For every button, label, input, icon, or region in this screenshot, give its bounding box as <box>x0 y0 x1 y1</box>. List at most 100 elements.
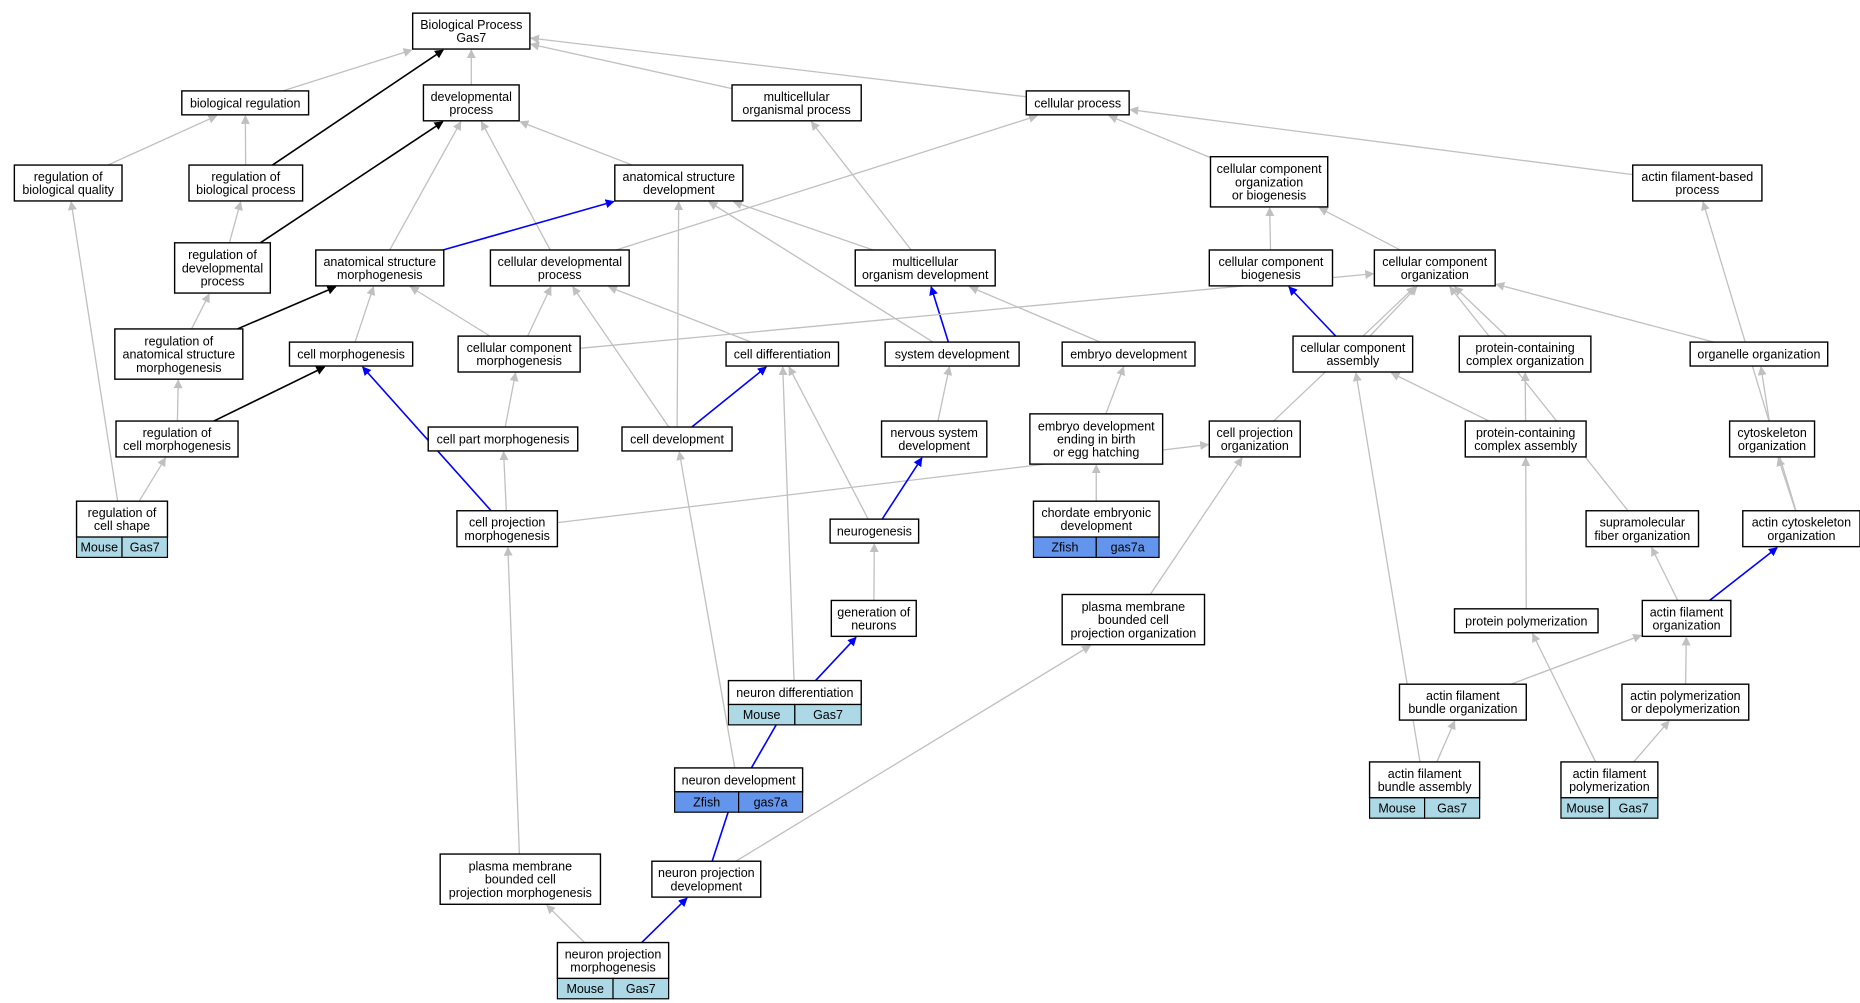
term-label-line: developmental <box>182 261 263 275</box>
edge-actin_filament_polymerization-to-protein_polymerization <box>1532 632 1597 763</box>
edge-pm_bounded_cell_projection_morphogenesis-to-cell_projection_morphogenesis <box>503 546 521 855</box>
term-box <box>1025 90 1130 116</box>
term-label-line: process <box>201 275 245 289</box>
term-label-line: anatomical structure <box>623 170 736 184</box>
term-neurogenesis[interactable]: neurogenesis <box>829 518 920 544</box>
term-label-line: neuron projection <box>565 947 662 961</box>
term-box <box>457 335 581 373</box>
term-embryo-development[interactable]: embryo development <box>1061 341 1196 367</box>
edge-cell_differentiation-to-cellular_developmental_process <box>607 285 752 343</box>
term-box <box>1458 335 1592 373</box>
gene-cell <box>794 703 862 726</box>
term-label-line: organismal process <box>742 103 850 117</box>
edge-neuron_projection_morphogenesis-to-pm_bounded_cell_projection_morphogenesis <box>546 904 586 944</box>
term-label-line: nervous system <box>890 426 978 440</box>
term-cell-development[interactable]: cell development <box>621 426 733 452</box>
term-box <box>1029 413 1164 465</box>
term-label-line: multicellular <box>892 255 958 269</box>
term-cell-differentiation[interactable]: cell differentiation <box>725 341 840 367</box>
term-biological-regulation[interactable]: biological regulation <box>181 90 310 116</box>
term-label-line: regulation of <box>211 170 280 184</box>
term-cellular-process[interactable]: cellular process <box>1025 90 1130 116</box>
term-box <box>725 341 840 367</box>
term-box <box>830 599 917 638</box>
term-label-line: cell morphogenesis <box>123 439 231 453</box>
edge-cellular_developmental_process-to-cellular_process <box>615 114 1038 251</box>
term-box <box>188 164 304 202</box>
edge-actin_filament_bundle_assembly-to-actin_filament_bundle_organization <box>1436 720 1456 763</box>
term-box <box>1208 249 1334 287</box>
term-neuron-development[interactable]: neuron development <box>673 767 804 793</box>
term-label-line: complex assembly <box>1474 439 1578 453</box>
term-label-line: bounded cell <box>1098 613 1169 627</box>
term-system-development[interactable]: system development <box>884 341 1020 367</box>
term-label-line: cellular developmental <box>498 255 622 269</box>
edge-regulation_of_biological_quality-to-biological_regulation <box>107 115 218 166</box>
term-label-line: embryo development <box>1070 348 1187 362</box>
edge-neuron_differentiation-to-cell_differentiation <box>778 366 795 681</box>
term-protein-polymerization[interactable]: protein polymerization <box>1453 608 1599 634</box>
edge-cell_projection_morphogenesis-to-cell_part_morphogenesis <box>499 451 509 511</box>
term-organelle-organization[interactable]: organelle organization <box>1689 341 1829 367</box>
term-box <box>422 84 520 122</box>
edge-regulation_of_biological_process-to-biological_process <box>271 49 444 166</box>
term-box <box>315 249 445 287</box>
term-label-line: organization <box>1738 439 1806 453</box>
edge-regulation_of_cell_shape-to-regulation_of_cell_morphogenesis <box>138 457 167 502</box>
term-cell-morphogenesis[interactable]: cell morphogenesis <box>288 341 414 367</box>
term-box <box>1292 335 1414 373</box>
term-label-line: multicellular <box>764 90 830 104</box>
term-label-line: cell differentiation <box>734 348 831 362</box>
term-cell-part-morphogenesis[interactable]: cell part morphogenesis <box>427 426 579 452</box>
term-label-line: neurons <box>851 619 896 633</box>
term-label-line: generation of <box>837 605 911 619</box>
term-label-line: or egg hatching <box>1053 446 1139 460</box>
term-neuron-differentiation[interactable]: neuron differentiation <box>727 679 862 706</box>
term-box <box>489 249 630 287</box>
edge-cellular_process-to-biological_process <box>529 34 1027 98</box>
term-box <box>1208 420 1301 458</box>
term-box <box>13 164 123 202</box>
